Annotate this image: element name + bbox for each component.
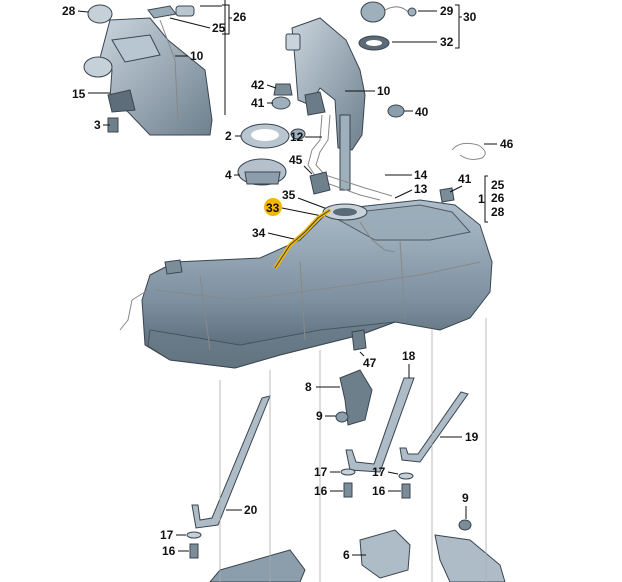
bolt-16b [401,483,411,499]
part-40 [387,104,405,118]
callout-45: 45 [289,153,303,167]
callout-14: 14 [414,168,428,182]
callout-46: 46 [500,137,514,151]
callout-35: 35 [282,188,296,202]
callout-29: 29 [440,4,454,18]
callout-18: 18 [402,349,416,363]
inset-filler-housing [99,17,213,136]
strap-19 [399,391,469,463]
fuel-tank [119,199,493,369]
callout-8: 8 [305,380,312,394]
callout-25: 25 [212,21,226,35]
callout-16c: 16 [162,544,176,558]
callout-2: 2 [225,129,232,143]
nut-9 [335,411,349,423]
callout-10: 10 [377,84,391,98]
callout-10-inset: 10 [190,49,204,63]
inset-top-left [83,0,226,136]
callout-16b: 16 [372,484,386,498]
part-42 [273,83,293,96]
bracket-8 [339,369,373,426]
callout-3: 3 [94,118,101,132]
strap-20 [191,395,271,529]
callout-28b: 28 [491,205,505,219]
filler-cap-group [358,1,417,51]
callout-25b: 25 [491,178,505,192]
callout-16a: 16 [314,484,328,498]
part-47 [351,329,367,351]
callout-20: 20 [244,503,258,517]
filler-cap [360,1,386,23]
callout-34: 34 [252,226,266,240]
callout-4: 4 [225,168,232,182]
part-41 [271,96,291,110]
guide-lines [219,318,487,582]
part-45 [309,171,331,195]
filler-neck [285,17,393,201]
callout-30: 30 [463,10,477,24]
part-41b [439,187,455,203]
callout-1: 1 [478,192,485,206]
callout-26b: 26 [491,191,505,205]
callout-13: 13 [414,182,428,196]
callout-32: 32 [440,35,454,49]
callout-19: 19 [465,430,479,444]
tank-straps [191,329,506,582]
callout-17c: 17 [160,528,174,542]
callout-47: 47 [363,356,377,370]
callout-9: 9 [316,409,323,423]
callout-41b: 41 [458,172,472,186]
callout-17b: 17 [372,465,386,479]
hardware-small-parts [237,83,486,203]
callout-40: 40 [415,105,429,119]
callout-41: 41 [251,96,265,110]
callout-42: 42 [251,78,265,92]
fasteners [186,468,414,559]
callout-9b: 9 [462,491,469,505]
heat-shield-6 [359,529,411,579]
callout-15: 15 [72,87,86,101]
callout-26: 26 [233,10,247,24]
inset-valve-25 [147,5,177,19]
strap-18 [345,377,415,473]
callout-33: 33 [266,201,280,215]
callout-12: 12 [290,130,304,144]
highlight-marker-33 [264,198,282,216]
callout-28: 28 [62,4,76,18]
inset-cap-28 [87,4,113,24]
callout-6: 6 [343,548,350,562]
inset-filler-cap [83,56,113,78]
bolt-16a [343,482,353,498]
callout-17a: 17 [314,465,328,479]
inset-screw-3 [107,117,119,133]
bolt-16c [189,543,199,559]
